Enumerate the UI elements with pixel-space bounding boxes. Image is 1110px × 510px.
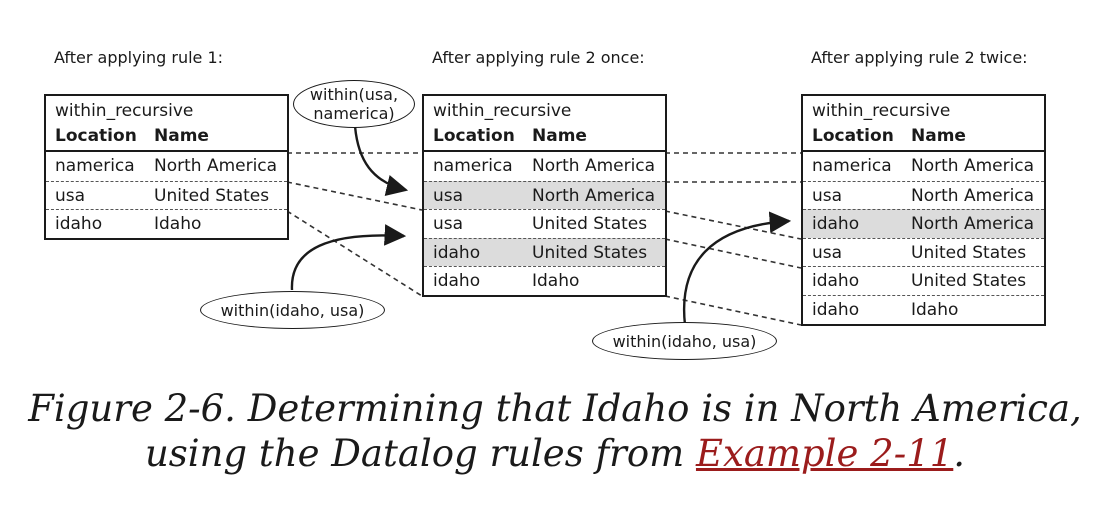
column-header: Name: [911, 126, 966, 146]
caption-text: Figure 2-6. Determining that Idaho is in…: [28, 387, 1082, 430]
cell-location: idaho: [433, 242, 481, 263]
cell-name: North America: [911, 156, 1035, 176]
table-row: usa United States: [803, 237, 1044, 267]
cell-name: United States: [911, 271, 1027, 292]
table-row: idaho Idaho: [424, 266, 665, 295]
table-row-new: idaho United States: [424, 237, 665, 267]
cell-name: United States: [154, 185, 270, 206]
column-header: Name: [154, 126, 209, 146]
table-row: idaho Idaho: [46, 209, 287, 238]
cell-location: namerica: [812, 156, 892, 176]
step-title-rule2-twice: After applying rule 2 twice:: [811, 48, 1028, 67]
callout-within-idaho-usa-1: within(idaho, usa): [200, 291, 385, 329]
table-row: namerica North America: [46, 152, 287, 181]
column-headers: Location Name: [803, 124, 1044, 150]
cell-location: idaho: [812, 271, 860, 292]
cell-location: idaho: [812, 214, 860, 235]
cell-name: Idaho: [532, 271, 580, 292]
table-row-new: idaho North America: [803, 209, 1044, 238]
dashed-connector: [286, 181, 423, 211]
dashed-connector: [664, 295, 802, 326]
cell-location: usa: [433, 185, 464, 206]
dashed-connector: [664, 210, 802, 240]
cell-name: North America: [911, 185, 1035, 206]
cell-name: North America: [532, 185, 656, 206]
arrow-usa-namerica: [353, 125, 409, 197]
arrow-idaho-usa-first: [290, 224, 407, 291]
table-row-new: usa North America: [424, 180, 665, 210]
column-headers: Location Name: [46, 124, 287, 150]
column-header: Location: [433, 126, 515, 146]
column-header: Name: [532, 126, 587, 146]
table-name: within_recursive: [433, 101, 572, 121]
figure-caption-line2: using the Datalog rules from Example 2-1…: [0, 434, 1110, 474]
cell-name: Idaho: [911, 299, 959, 320]
example-link[interactable]: Example 2-11: [695, 432, 954, 475]
cell-location: usa: [812, 242, 843, 263]
cell-name: North America: [154, 156, 278, 176]
cell-name: United States: [911, 242, 1027, 263]
cell-location: namerica: [55, 156, 135, 176]
table-row: usa North America: [803, 180, 1044, 210]
callout-text: within(idaho, usa): [220, 300, 365, 320]
table-row: usa United States: [424, 209, 665, 238]
dashed-connector: [286, 210, 423, 297]
table-row: namerica North America: [424, 152, 665, 181]
column-headers: Location Name: [424, 124, 665, 150]
dashed-connector: [664, 238, 802, 269]
arrow-idaho-usa-second: [682, 211, 792, 326]
cell-location: idaho: [55, 214, 103, 235]
callout-within-usa-namerica: within(usa, namerica): [293, 80, 415, 128]
table-row: idaho Idaho: [803, 294, 1044, 324]
step-title-rule1: After applying rule 1:: [54, 48, 224, 67]
cell-name: North America: [911, 214, 1035, 235]
cell-location: idaho: [433, 271, 481, 292]
callout-text: within(idaho, usa): [612, 331, 757, 351]
table-row: namerica North America: [803, 152, 1044, 181]
caption-period: .: [953, 432, 966, 475]
column-header: Location: [812, 126, 894, 146]
callout-text: within(usa, namerica): [309, 85, 399, 123]
step-title-rule2-once: After applying rule 2 once:: [432, 48, 645, 67]
cell-location: usa: [812, 185, 843, 206]
caption-text: using the Datalog rules from: [144, 432, 696, 475]
table-row: usa United States: [46, 180, 287, 210]
table-name: within_recursive: [55, 101, 194, 121]
figure-caption-line1: Figure 2-6. Determining that Idaho is in…: [0, 389, 1110, 429]
column-header: Location: [55, 126, 137, 146]
cell-location: usa: [55, 185, 86, 206]
table-row: idaho United States: [803, 266, 1044, 295]
cell-location: idaho: [812, 299, 860, 320]
cell-name: United States: [532, 242, 648, 263]
callout-within-idaho-usa-2: within(idaho, usa): [592, 322, 777, 360]
cell-location: usa: [433, 214, 464, 235]
cell-name: North America: [532, 156, 656, 176]
table-name: within_recursive: [812, 101, 951, 121]
cell-name: United States: [532, 214, 648, 235]
cell-location: namerica: [433, 156, 513, 176]
cell-name: Idaho: [154, 214, 202, 235]
